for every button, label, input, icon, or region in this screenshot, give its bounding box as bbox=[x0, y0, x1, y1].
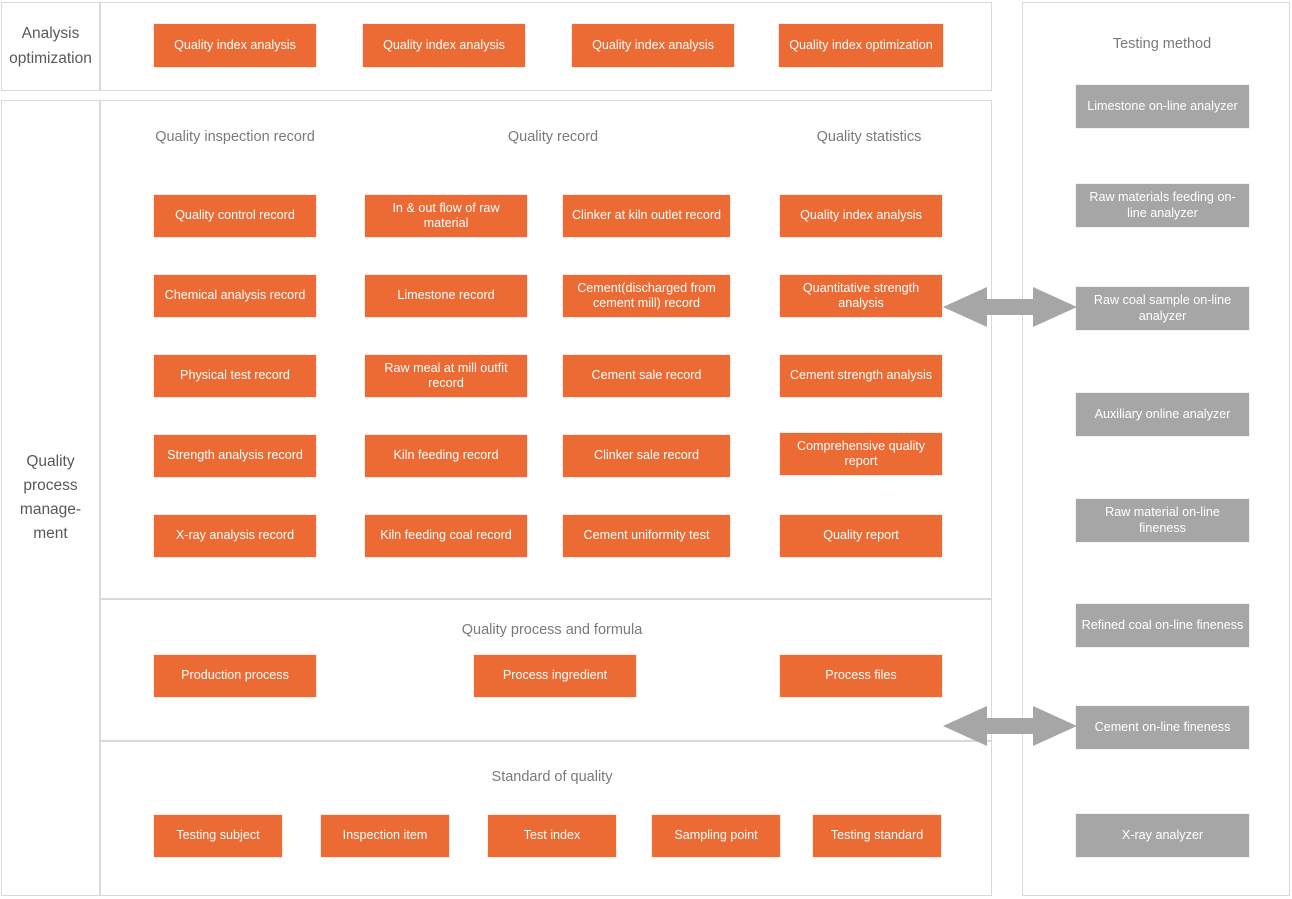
column-title-quality-record: Quality record bbox=[507, 129, 599, 145]
node-cement-online-fineness[interactable]: Cement on-line fineness bbox=[1075, 705, 1250, 750]
section-title-quality-process-and-formula: Quality process and formula bbox=[461, 622, 643, 638]
node-quality-report[interactable]: Quality report bbox=[779, 514, 943, 558]
connector-process-files-to-cement-online-fineness bbox=[943, 700, 1077, 752]
node-quality-index-analysis-1[interactable]: Quality index analysis bbox=[153, 23, 317, 68]
node-raw-materials-feeding-online-analyzer[interactable]: Raw materials feeding on-line analyzer bbox=[1075, 183, 1250, 228]
node-inspection-item[interactable]: Inspection item bbox=[320, 814, 450, 858]
column-title-quality-inspection-record: Quality inspection record bbox=[155, 129, 315, 145]
node-process-files[interactable]: Process files bbox=[779, 654, 943, 698]
node-process-ingredient[interactable]: Process ingredient bbox=[473, 654, 637, 698]
node-testing-subject[interactable]: Testing subject bbox=[153, 814, 283, 858]
node-cement-sale-record[interactable]: Cement sale record bbox=[562, 354, 731, 398]
node-quality-control-record[interactable]: Quality control record bbox=[153, 194, 317, 238]
node-xray-analysis-record[interactable]: X-ray analysis record bbox=[153, 514, 317, 558]
node-clinker-sale-record[interactable]: Clinker sale record bbox=[562, 434, 731, 478]
node-limestone-record[interactable]: Limestone record bbox=[364, 274, 528, 318]
node-refined-coal-online-fineness[interactable]: Refined coal on-line fineness bbox=[1075, 603, 1250, 648]
double-arrow-icon bbox=[943, 706, 1077, 746]
node-raw-material-online-fineness[interactable]: Raw material on-line fineness bbox=[1075, 498, 1250, 543]
node-test-index[interactable]: Test index bbox=[487, 814, 617, 858]
node-xray-analyzer[interactable]: X-ray analyzer bbox=[1075, 813, 1250, 858]
column-title-quality-statistics: Quality statistics bbox=[816, 129, 922, 145]
node-quantitative-strength-analysis[interactable]: Quantitative strength analysis bbox=[779, 274, 943, 318]
connector-quantitative-strength-to-raw-coal-sample bbox=[943, 281, 1077, 333]
node-quality-index-analysis-stat[interactable]: Quality index analysis bbox=[779, 194, 943, 238]
row-label-quality-process-management: Quality process manage- ment bbox=[19, 452, 82, 543]
node-clinker-at-kiln-outlet-record[interactable]: Clinker at kiln outlet record bbox=[562, 194, 731, 238]
section-title-standard-of-quality: Standard of quality bbox=[491, 769, 613, 785]
node-raw-meal-at-mill-outfit-record[interactable]: Raw meal at mill outfit record bbox=[364, 354, 528, 398]
node-comprehensive-quality-report[interactable]: Comprehensive quality report bbox=[779, 432, 943, 476]
node-testing-standard[interactable]: Testing standard bbox=[812, 814, 942, 858]
node-in-out-flow-of-raw-material[interactable]: In & out flow of raw material bbox=[364, 194, 528, 238]
node-cement-uniformity-test[interactable]: Cement uniformity test bbox=[562, 514, 731, 558]
node-sampling-point[interactable]: Sampling point bbox=[651, 814, 781, 858]
panel-testing-method bbox=[1022, 2, 1290, 896]
node-raw-coal-sample-online-analyzer[interactable]: Raw coal sample on-line analyzer bbox=[1075, 286, 1250, 331]
panel-analysis-optimization-label bbox=[1, 2, 100, 91]
node-quality-index-analysis-2[interactable]: Quality index analysis bbox=[362, 23, 526, 68]
node-cement-discharged-from-cement-mill-record[interactable]: Cement(discharged from cement mill) reco… bbox=[562, 274, 731, 318]
node-cement-strength-analysis[interactable]: Cement strength analysis bbox=[779, 354, 943, 398]
node-auxiliary-online-analyzer[interactable]: Auxiliary online analyzer bbox=[1075, 392, 1250, 437]
panel-quality-process-label bbox=[1, 100, 100, 896]
row-label-analysis-optimization: Analysis optimization bbox=[9, 25, 92, 67]
node-quality-index-optimization[interactable]: Quality index optimization bbox=[778, 23, 944, 68]
node-limestone-online-analyzer[interactable]: Limestone on-line analyzer bbox=[1075, 84, 1250, 129]
node-kiln-feeding-coal-record[interactable]: Kiln feeding coal record bbox=[364, 514, 528, 558]
node-quality-index-analysis-3[interactable]: Quality index analysis bbox=[571, 23, 735, 68]
section-title-testing-method: Testing method bbox=[1112, 36, 1212, 52]
node-chemical-analysis-record[interactable]: Chemical analysis record bbox=[153, 274, 317, 318]
node-production-process[interactable]: Production process bbox=[153, 654, 317, 698]
double-arrow-icon bbox=[943, 287, 1077, 327]
node-kiln-feeding-record[interactable]: Kiln feeding record bbox=[364, 434, 528, 478]
node-physical-test-record[interactable]: Physical test record bbox=[153, 354, 317, 398]
node-strength-analysis-record[interactable]: Strength analysis record bbox=[153, 434, 317, 478]
